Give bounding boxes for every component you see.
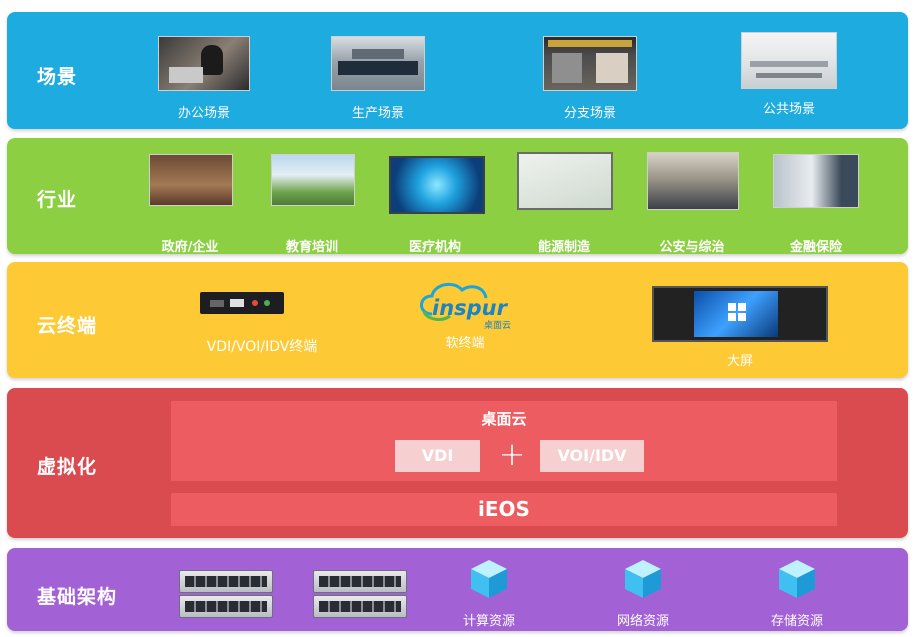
infra-title: 基础架构 [37,586,118,608]
inspur-logo: inspur 桌面云 [414,276,518,331]
industry-band: 行业 政府/企业 教育培训 医疗机构 能源制造 公安与综治 金融保险 [7,138,908,255]
terminal-label-soft: 软终端 [445,336,485,351]
inspur-logo-sub: 桌面云 [484,321,512,331]
education-photo [271,154,355,206]
public-space-photo [741,32,837,89]
cube-icon [779,560,815,598]
infra-item-network: 网络资源 [597,558,689,630]
industry-title: 行业 [37,189,78,211]
scene-item-branch: 分支场景 [543,36,637,122]
office-photo [158,36,250,91]
ieos-panel: iEOS [171,493,837,526]
scene-title: 场景 [37,66,78,88]
industry-label-medical: 医疗机构 [408,240,461,255]
inspur-logo-text: inspur [432,296,507,320]
scene-label-branch: 分支场景 [563,106,616,121]
virtualization-title: 虚拟化 [37,456,98,478]
industry-label-government: 政府/企业 [161,240,219,255]
desktop-cloud-panel: 桌面云 VDI + VOI/IDV [171,401,837,481]
branch-store-photo [543,36,637,91]
medical-photo [389,156,485,214]
terminal-item-soft: inspur 桌面云 软终端 [412,276,518,356]
energy-photo [517,152,613,210]
industry-item-medical: 医疗机构 [387,154,485,255]
infra-item-compute: 计算资源 [443,558,535,630]
infra-label-compute: 计算资源 [462,614,515,629]
industry-item-energy: 能源制造 [515,152,613,255]
thin-client-device [200,292,284,314]
scene-label-office: 办公场景 [177,106,230,121]
industry-item-police: 公安与综治 [645,152,739,255]
terminal-label-screen: 大屏 [726,354,753,369]
production-photo [331,36,425,91]
virtualization-band: 虚拟化 桌面云 VDI + VOI/IDV iEOS [7,388,908,538]
industry-label-education: 教育培训 [285,240,338,255]
large-screen-display [652,286,828,342]
ieos-label: iEOS [478,497,530,521]
scene-label-production: 生产场景 [351,106,404,121]
government-photo [149,154,233,206]
scene-item-public: 公共场景 [741,32,837,118]
voi-idv-box: VOI/IDV [540,440,644,472]
industry-item-education: 教育培训 [269,154,355,255]
industry-item-government: 政府/企业 [147,154,233,255]
scene-band: 场景 办公场景 生产场景 分支场景 公共场景 [7,12,908,129]
police-photo [647,152,739,210]
server-rack-1 [179,570,273,618]
infra-item-storage: 存储资源 [751,558,843,630]
terminal-title: 云终端 [37,315,98,337]
infra-label-network: 网络资源 [616,614,669,629]
industry-label-police: 公安与综治 [659,240,725,255]
terminal-item-client: VDI/VOI/IDV终端 [187,290,337,360]
plus-sign: + [498,435,526,473]
industry-item-finance: 金融保险 [771,154,861,255]
cube-icon [625,560,661,598]
industry-label-finance: 金融保险 [789,240,842,255]
scene-label-public: 公共场景 [762,102,815,117]
scene-item-office: 办公场景 [158,36,250,122]
terminal-band: 云终端 VDI/VOI/IDV终端 inspur 桌面云 软终端 [7,262,908,378]
cube-icon [471,560,507,598]
infra-band: 基础架构 计算资源 网络资源 存储资源 [7,548,908,631]
scene-item-production: 生产场景 [331,36,425,122]
terminal-label-client: VDI/VOI/IDV终端 [206,339,318,355]
desktop-cloud-label: 桌面云 [481,410,527,428]
finance-photo [773,154,859,208]
server-rack-2 [313,570,407,618]
terminal-item-screen: 大屏 [652,286,828,370]
vdi-box: VDI [395,440,480,472]
industry-label-energy: 能源制造 [537,240,590,255]
infra-label-storage: 存储资源 [770,614,823,629]
